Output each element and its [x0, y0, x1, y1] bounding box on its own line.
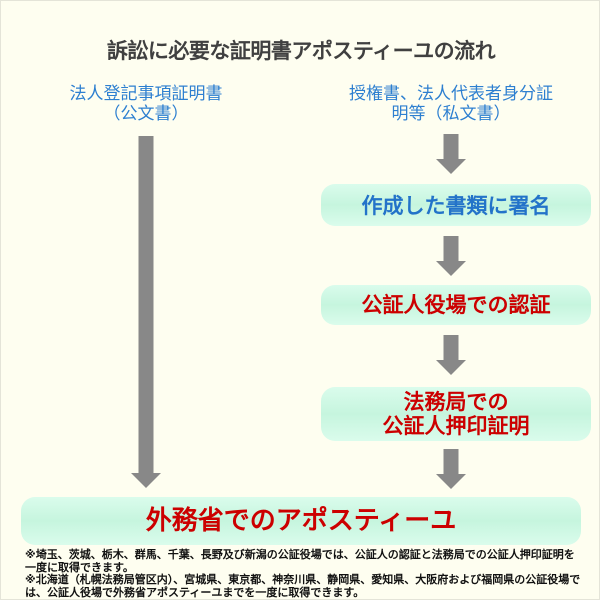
step-label: 公証人役場での認証	[361, 293, 551, 317]
arrow-down-icon	[436, 134, 466, 174]
step-label: 公証人押印証明	[382, 414, 530, 438]
heading-line: 明等（私文書）	[391, 104, 511, 124]
arrow-down-icon	[436, 449, 466, 489]
step-notary-certification: 公証人役場での認証	[321, 285, 591, 325]
heading-line: 授権書、法人代表者身分証	[349, 84, 553, 104]
step-sign-documents: 作成した書類に署名	[321, 184, 591, 226]
page-title: 訴訟に必要な証明書アポスティーユの流れ	[106, 39, 496, 63]
public-document-heading: 法人登記事項証明書 （公文書）	[21, 84, 271, 124]
heading-line: （公文書）	[103, 104, 189, 124]
arrow-down-icon	[436, 236, 466, 276]
private-document-heading: 授権書、法人代表者身分証 明等（私文書）	[311, 84, 591, 124]
step-label: 作成した書類に署名	[361, 194, 551, 218]
step-apostille: 外務省でのアポスティーユ	[21, 497, 581, 545]
footnote: ※北海道（札幌法務局管区内）、宮城県、東京都、神奈川県、静岡県、愛知県、大阪府お…	[25, 573, 581, 599]
step-legal-affairs-bureau: 法務局での 公証人押印証明	[321, 387, 591, 441]
footnotes: ※埼玉、茨城、栃木、群馬、千葉、長野及び新潟の公証役場では、公証人の認証と法務局…	[25, 548, 585, 599]
footnote: ※埼玉、茨城、栃木、群馬、千葉、長野及び新潟の公証役場では、公証人の認証と法務局…	[25, 548, 575, 574]
step-label: 法務局での	[403, 390, 509, 414]
heading-line: 法人登記事項証明書	[69, 84, 223, 104]
arrow-down-icon	[436, 335, 466, 375]
step-label: 外務省でのアポスティーユ	[145, 506, 457, 536]
arrow-down-icon	[131, 136, 161, 488]
